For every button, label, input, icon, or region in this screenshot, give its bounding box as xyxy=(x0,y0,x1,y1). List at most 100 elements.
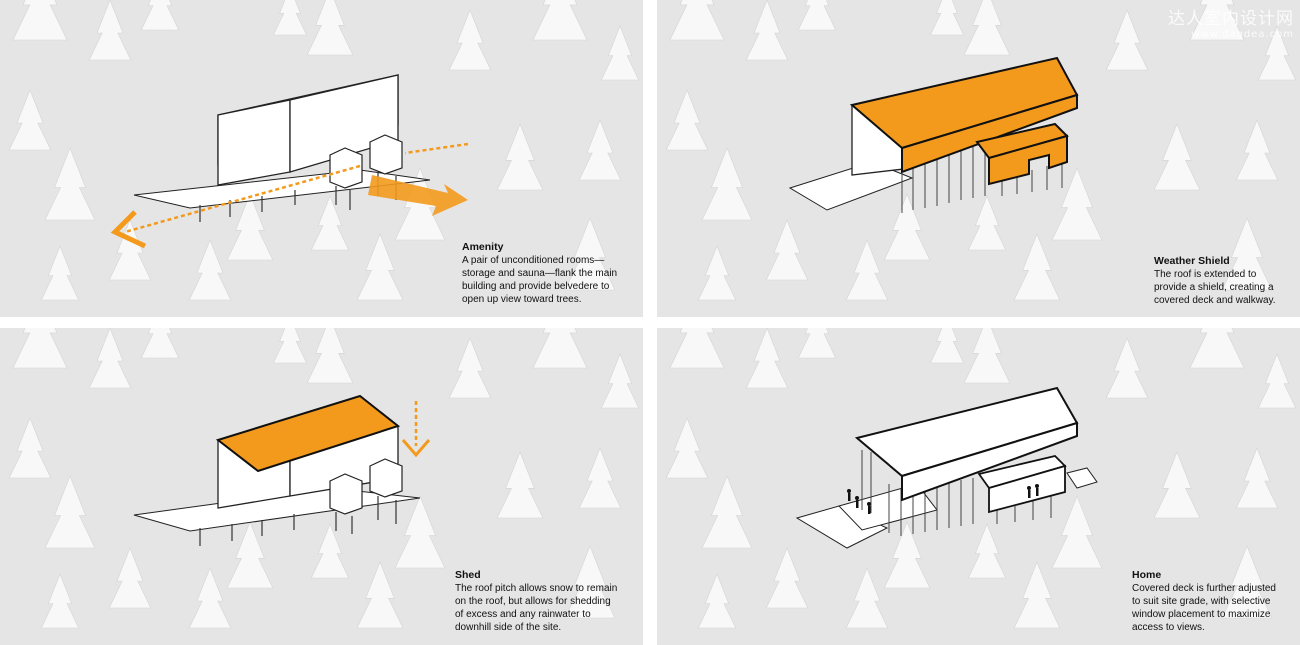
tree-icon xyxy=(564,545,616,619)
tree-icon xyxy=(967,195,1007,251)
caption-home: Home Covered deck is further adjusted to… xyxy=(1132,569,1297,634)
tree-icon xyxy=(745,328,789,389)
deck xyxy=(788,161,914,211)
panel-weather-shield: Weather Shield The roof is extended to p… xyxy=(657,0,1300,317)
tree-icon xyxy=(929,328,965,364)
sauna-pod xyxy=(369,134,403,175)
tree-icon xyxy=(496,451,544,519)
tree-icon xyxy=(88,0,132,61)
tree-icon xyxy=(12,0,68,41)
tree-icon xyxy=(1051,167,1103,241)
tree-icon xyxy=(226,193,274,261)
extension-front xyxy=(988,134,1068,186)
caption-shed: Shed The roof pitch allows snow to remai… xyxy=(455,569,640,634)
tree-icon xyxy=(1221,545,1273,619)
tree-icon xyxy=(765,547,809,609)
tree-icon xyxy=(701,475,753,549)
tree-icon xyxy=(1105,337,1149,399)
tree-icon xyxy=(963,328,1011,384)
tree-icon xyxy=(1189,0,1245,41)
tree-icon xyxy=(496,123,544,191)
watermark: 达人室内设计网 www.dagdea.com xyxy=(1168,4,1294,40)
panel-amenity: Amenity A pair of unconditioned rooms— s… xyxy=(0,0,643,317)
extension-front xyxy=(988,464,1066,514)
people-figures xyxy=(847,484,1039,514)
tree-icon xyxy=(140,328,180,359)
left-arrow-icon xyxy=(110,210,147,249)
view-line-left xyxy=(124,164,361,234)
tree-icon xyxy=(188,239,232,301)
tree-icon xyxy=(88,328,132,389)
tree-icon xyxy=(1105,9,1149,71)
tree-icon xyxy=(929,0,965,36)
tree-icon xyxy=(578,447,622,509)
tree-icon xyxy=(532,328,588,369)
tree-icon xyxy=(578,119,622,181)
tree-icon xyxy=(306,328,354,384)
tree-icon xyxy=(797,328,837,359)
tree-icon xyxy=(1257,25,1297,81)
tree-icon xyxy=(8,89,52,151)
caption-title: Amenity xyxy=(462,241,504,253)
storage-pod xyxy=(329,473,363,515)
tree-icon xyxy=(1013,233,1061,301)
main-building-side xyxy=(217,99,291,186)
tree-backdrop xyxy=(665,0,1297,301)
tree-icon xyxy=(310,195,350,251)
tree-icon xyxy=(356,233,404,301)
tree-icon xyxy=(963,0,1011,56)
tree-icon xyxy=(394,495,446,569)
tree-icon xyxy=(188,567,232,629)
tree-icon xyxy=(665,89,709,151)
tree-icon xyxy=(697,573,737,629)
tree-icon xyxy=(797,0,837,31)
pitched-roof xyxy=(215,394,401,473)
caption-body: A pair of unconditioned rooms— storage a… xyxy=(462,255,618,305)
tree-icon xyxy=(765,219,809,281)
roof-edge xyxy=(901,421,1078,502)
tree-icon xyxy=(745,0,789,61)
tree-icon xyxy=(108,219,152,281)
tree-icon xyxy=(697,245,737,301)
entry-stair xyxy=(795,505,889,549)
sauna-pod xyxy=(369,458,403,498)
tree-icon xyxy=(40,245,80,301)
tree-icon xyxy=(883,521,931,589)
tree-icon xyxy=(967,523,1007,579)
tree-icon xyxy=(310,523,350,579)
tree-icon xyxy=(845,239,889,301)
tree-icon xyxy=(1013,561,1061,629)
caption-weather-shield: Weather Shield The roof is extended to p… xyxy=(1154,255,1294,307)
tree-icon xyxy=(1153,123,1201,191)
tree-backdrop xyxy=(665,328,1297,629)
view-arrow-icon xyxy=(368,175,468,216)
tree-icon xyxy=(701,147,753,221)
columns xyxy=(861,450,1052,536)
tree-icon xyxy=(564,217,616,291)
tree-icon xyxy=(272,0,308,36)
tree-backdrop xyxy=(8,328,640,629)
watermark-line1: 达人室内设计网 xyxy=(1168,9,1294,29)
caption-title: Shed xyxy=(455,569,481,581)
home-scene xyxy=(665,328,1297,629)
tree-icon xyxy=(108,547,152,609)
tree-icon xyxy=(669,0,725,41)
caption-amenity: Amenity A pair of unconditioned rooms— s… xyxy=(462,241,637,306)
tree-icon xyxy=(12,328,68,369)
caption-body: The roof pitch allows snow to remain on … xyxy=(455,583,618,633)
tree-icon xyxy=(140,0,180,31)
view-line-right xyxy=(404,142,469,155)
tree-icon xyxy=(356,561,404,629)
tree-icon xyxy=(394,167,446,241)
caption-body: Covered deck is further adjusted to suit… xyxy=(1132,583,1276,633)
tree-icon xyxy=(44,475,96,549)
tree-icon xyxy=(44,147,96,221)
tree-icon xyxy=(669,328,725,369)
caption-body: The roof is extended to provide a shield… xyxy=(1154,269,1276,306)
roof-edge xyxy=(901,93,1078,174)
tree-icon xyxy=(1235,119,1279,181)
weather-shield-scene xyxy=(665,0,1297,301)
tree-icon xyxy=(226,521,274,589)
storage-pod xyxy=(329,147,363,189)
